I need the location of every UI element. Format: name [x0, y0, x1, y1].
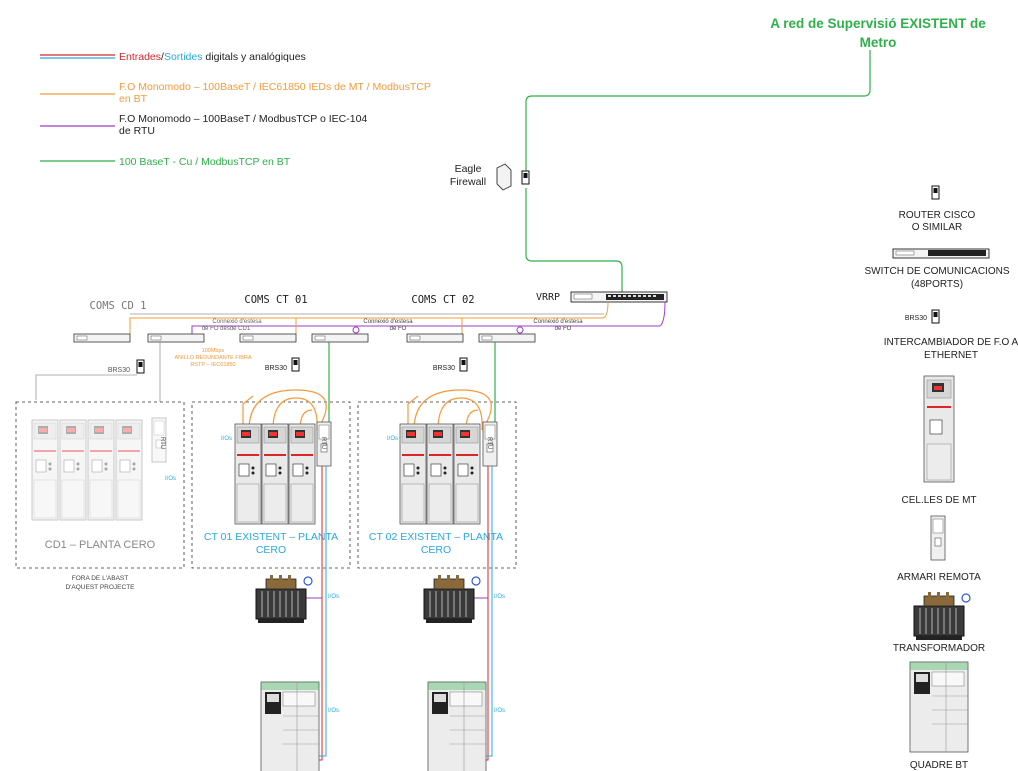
legend-inputs: Entrades	[119, 51, 161, 63]
legend-outputs: Sortides	[164, 51, 203, 63]
rack-switch-ct01-b	[311, 333, 369, 343]
key-converter-line1: INTERCAMBIADOR DE F.O A	[884, 337, 1018, 348]
legend-fiber-mt-line2: en BT	[119, 93, 148, 105]
remote-cabinet-icon	[930, 515, 946, 561]
transformer-icon	[913, 591, 971, 641]
brs30-label-cd1: BRS30	[108, 367, 130, 374]
brs30-icon	[459, 357, 468, 372]
key-lv-panel: QUADRE BT	[910, 760, 968, 771]
ring-note-line2: ANILLO REDUNDANTE FIBRA	[174, 355, 251, 361]
switch-icon	[892, 248, 990, 259]
coms-ct02-label: COMS CT 02	[411, 294, 474, 306]
fiber-note-ct01-line1: Connexió d'estesa	[363, 319, 413, 325]
out-of-scope-line2: D'AQUEST PROJECTE	[65, 584, 135, 591]
io-label-lv02: I/Os	[494, 708, 505, 714]
station-ct02-label-line2: CERO	[421, 544, 451, 556]
copper-links	[328, 342, 496, 424]
rack-switch-cd1-b	[147, 333, 205, 343]
io-label-tr01: I/Os	[328, 594, 339, 600]
network-title-line1: A red de Supervisió EXISTENT de	[770, 16, 986, 31]
station-ct01: RTU I/Os CT 01 EXISTENT – PLANTA CERO	[191, 389, 351, 569]
rack-switch-cd1-a	[73, 333, 131, 343]
coms-ct01-label: COMS CT 01	[244, 294, 307, 306]
io-label-lv01: I/Os	[328, 708, 339, 714]
legend: Entrades/Sortides digitals y analógiques…	[40, 51, 431, 168]
station-ct02-label-line1: CT 02 EXISTENT – PLANTA	[369, 531, 503, 543]
key-switch-line2: (48PORTS)	[911, 279, 963, 290]
lv-panel-ct01-icon	[260, 681, 320, 771]
rtu-label-cd1: RTU	[159, 437, 165, 449]
mt-fiber-backbone	[129, 301, 609, 334]
io-label-ct02: I/Os	[387, 436, 398, 442]
key-converter-line2: ETHERNET	[924, 350, 978, 361]
lv-panel-ct02-icon	[427, 681, 487, 771]
key-switch-line1: SWITCH DE COMUNICACIONS	[865, 266, 1010, 277]
legend-slash: /	[161, 51, 164, 63]
station-ct01-label-line1: CT 01 EXISTENT – PLANTA	[204, 531, 338, 543]
firewall-label-line1: Eagle	[455, 163, 482, 175]
brs30-icon	[931, 309, 940, 324]
uplink-line	[525, 50, 871, 292]
transformer-ct02-icon	[423, 574, 481, 624]
fiber-note-ct02-line1: Connexió d'estesa	[533, 319, 583, 325]
firewall-icon	[496, 163, 512, 191]
key-router-line1: ROUTER CISCO	[899, 210, 976, 221]
legend-io-rest: digitals y analógiques	[202, 51, 305, 63]
transformer-ct01-icon	[255, 574, 313, 624]
brs30-label-ct01: BRS30	[265, 365, 287, 372]
firewall-label-line2: Firewall	[450, 176, 486, 188]
legend-fiber-rtu-line2: de RTU	[119, 125, 155, 137]
rtu-label-ct02: RTU	[486, 437, 492, 449]
vrrp-switch-icon	[570, 291, 668, 303]
out-of-scope-line1: FORA DE L'ABAST	[72, 575, 129, 582]
key-mv-cells: CEL.LES DE MT	[901, 495, 976, 506]
key-brs30: BRS30	[905, 315, 927, 322]
station-cd1: RTU CD1 – PLANTA CERO	[15, 401, 185, 569]
brs30-icon	[136, 359, 145, 374]
rack-switch-ct02-a	[406, 333, 464, 343]
fiber-note-ct02-line2: de FO	[555, 326, 572, 332]
ring-note-line1: 100Mbps	[202, 348, 225, 354]
station-ct02: RTU I/Os CT 02 EXISTENT – PLANTA CERO	[357, 389, 517, 569]
legend-fiber-mt-line1: F.O Monomodo – 100BaseT / IEC61850 IEDs …	[119, 81, 431, 93]
io-label-tr02: I/Os	[494, 594, 505, 600]
fiber-note-cd1-line1: Connexió d'estesa	[212, 319, 262, 325]
io-label-cd1: I/Os	[165, 476, 176, 482]
mv-cell-icon	[923, 375, 955, 483]
router-icon	[521, 170, 530, 185]
fiber-note-cd1-line2: de FO desde CD1	[202, 326, 251, 332]
splice-marker	[516, 326, 524, 334]
svg-text:Entrades/Sortides digitals y a: Entrades/Sortides digitals y analógiques	[119, 51, 306, 63]
rack-switch-ct02-b	[478, 333, 536, 343]
vrrp-label: VRRP	[536, 292, 560, 303]
brs30-label-ct02: BRS30	[433, 365, 455, 372]
splice-marker	[352, 326, 360, 334]
ring-note-line3: RSTP – IEC61850	[190, 362, 235, 368]
legend-fiber-rtu-line1: F.O Monomodo – 100BaseT / ModbusTCP o IE…	[119, 113, 367, 125]
key-router-line2: O SIMILAR	[912, 222, 963, 233]
coms-cd1-label: COMS CD 1	[90, 300, 147, 312]
brs30-icon	[291, 357, 300, 372]
rack-switch-ct01-a	[239, 333, 297, 343]
equipment-key: ROUTER CISCO O SIMILAR SWITCH DE COMUNIC…	[865, 185, 1018, 771]
station-cd1-label: CD1 – PLANTA CERO	[45, 539, 156, 551]
legend-copper: 100 BaseT - Cu / ModbusTCP en BT	[119, 156, 291, 168]
network-title-line2: Metro	[860, 35, 897, 50]
station-ct01-label-line2: CERO	[256, 544, 286, 556]
key-transformer: TRANSFORMADOR	[893, 643, 985, 654]
cd1-copper-link	[35, 374, 137, 400]
rtu-label-ct01: RTU	[320, 437, 326, 449]
io-label-ct01: I/Os	[221, 436, 232, 442]
router-icon	[931, 185, 940, 200]
key-remote-cabinet: ARMARI REMOTA	[897, 572, 981, 583]
fiber-note-ct01-line2: de FO	[390, 326, 407, 332]
lv-panel-icon	[909, 661, 969, 753]
